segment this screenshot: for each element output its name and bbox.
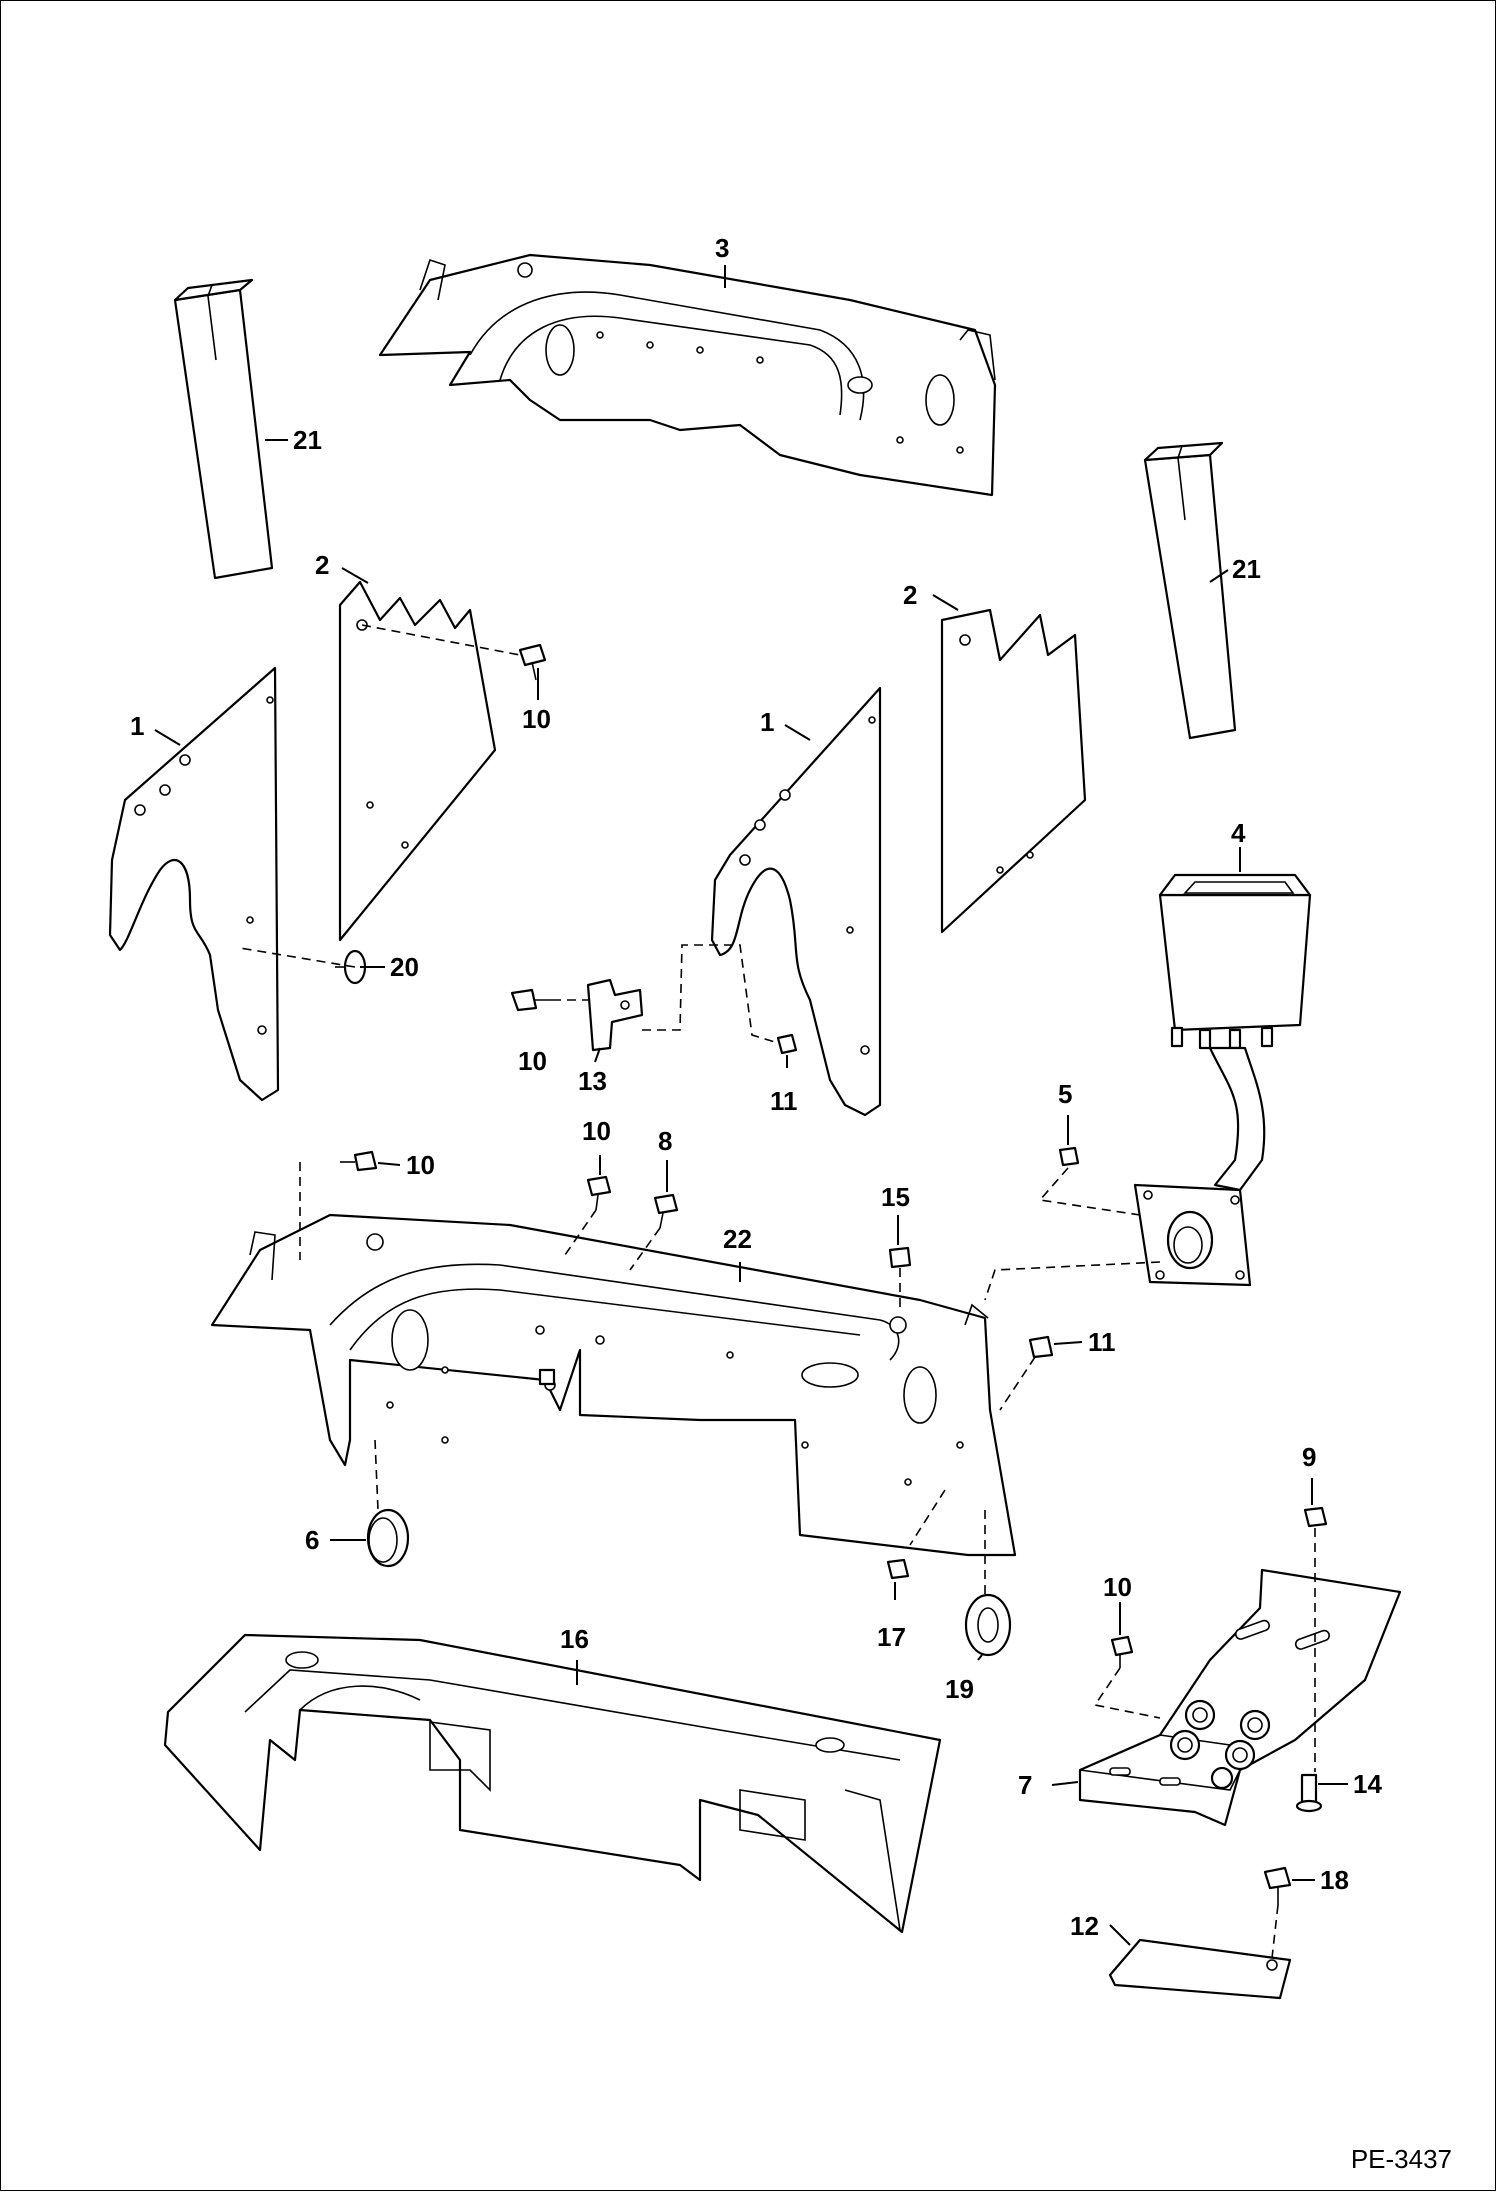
callout-18: 18 — [1320, 1865, 1349, 1895]
part-2-panel-left — [338, 580, 497, 942]
callout-11-a: 11 — [770, 1086, 798, 1116]
callout-2-left: 2 — [315, 550, 329, 580]
callout-10-a: 10 — [522, 704, 551, 734]
callout-7: 7 — [1018, 1770, 1032, 1800]
part-7-bracket — [1078, 1568, 1402, 1827]
part-6-grommet — [366, 1508, 410, 1568]
callout-labels: 3 21 21 2 2 10 1 1 4 20 10 13 11 5 10 8 … — [130, 233, 1382, 1941]
part-11-nut-b — [1028, 1335, 1054, 1359]
callout-4: 4 — [1231, 818, 1246, 848]
part-4-handle-assembly — [1133, 873, 1312, 1287]
callout-13: 13 — [578, 1066, 607, 1096]
part-9-nut — [1303, 1506, 1328, 1528]
callout-6: 6 — [305, 1525, 319, 1555]
callout-16: 16 — [560, 1624, 589, 1654]
drawing-id-label: PE-3437 — [1350, 2144, 1452, 2174]
callout-10-b: 10 — [518, 1046, 547, 1076]
callout-12: 12 — [1070, 1911, 1099, 1941]
part-21-foam-block-right — [1143, 441, 1237, 740]
part-18-bolt — [1263, 1866, 1292, 1905]
callout-15: 15 — [881, 1182, 910, 1212]
part-13-bracket-clip — [586, 978, 644, 1052]
part-10-bolt-e — [1110, 1635, 1134, 1668]
callout-21-left: 21 — [293, 425, 322, 455]
callout-8: 8 — [658, 1126, 672, 1156]
part-21-foam-block-left — [173, 278, 274, 580]
part-15-plug — [888, 1246, 912, 1269]
part-3-upper-panel — [378, 253, 997, 497]
callout-14: 14 — [1353, 1769, 1382, 1799]
callout-10-c: 10 — [582, 1116, 611, 1146]
callout-5: 5 — [1058, 1079, 1072, 1109]
part-10-bolt-d — [586, 1175, 612, 1211]
part-1-panel-right — [710, 686, 882, 1117]
part-14-pin — [1295, 1773, 1323, 1813]
part-1-panel-left — [108, 666, 280, 1102]
callout-9: 9 — [1302, 1442, 1316, 1472]
part-11-nut-a — [776, 1033, 798, 1055]
callout-1-left: 1 — [130, 711, 144, 741]
part-17-nut — [886, 1558, 910, 1580]
part-5-nut — [1058, 1146, 1080, 1167]
callout-20: 20 — [390, 952, 419, 982]
part-2-panel-right — [940, 608, 1087, 934]
part-12-cover-plate — [1108, 1938, 1292, 2000]
part-22-main-frame-panel — [210, 1213, 1017, 1557]
assembly-lines — [239, 624, 1316, 1959]
callout-1-right: 1 — [760, 707, 774, 737]
callout-11-b: 11 — [1088, 1327, 1116, 1357]
callout-3: 3 — [715, 233, 729, 263]
part-10-bolt-c — [340, 1150, 378, 1172]
part-19-grommet — [964, 1593, 1012, 1657]
callout-10-d: 10 — [406, 1150, 435, 1180]
callout-21-right: 21 — [1232, 554, 1261, 584]
part-16-foam-panel — [163, 1633, 942, 1934]
callout-2-right: 2 — [903, 580, 917, 610]
part-8-bolt — [653, 1193, 679, 1229]
part-10-bolt-b — [510, 988, 552, 1012]
callout-10-e: 10 — [1103, 1572, 1132, 1602]
callout-22: 22 — [723, 1224, 752, 1254]
callout-19: 19 — [945, 1674, 974, 1704]
callout-17: 17 — [877, 1622, 906, 1652]
leader-lines — [154, 265, 1348, 1946]
part-10-bolt-a — [518, 643, 547, 681]
